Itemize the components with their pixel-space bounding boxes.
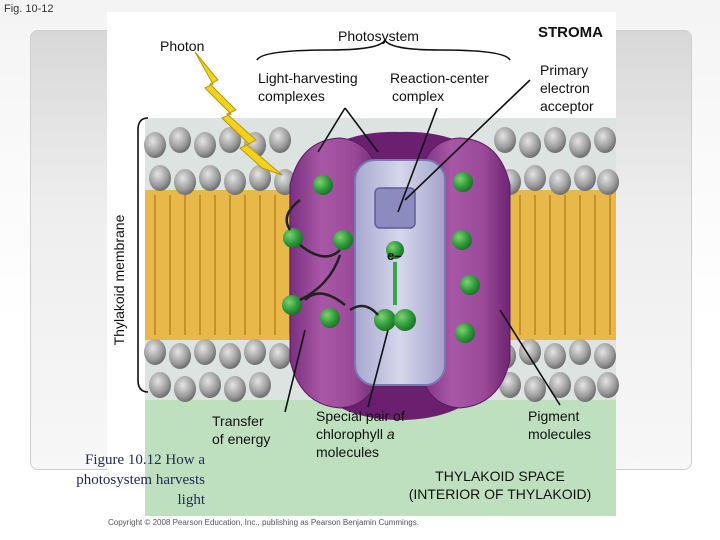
thylakoid-membrane-label: Thylakoid membrane <box>111 214 127 346</box>
stroma-label: STROMA <box>538 24 603 41</box>
caption-line2: photosystem harvests <box>76 472 205 488</box>
lower-lipid-heads <box>144 339 619 402</box>
special-pair-label-line1: Special pair of <box>316 408 405 424</box>
photosystem-label: Photosystem <box>338 28 419 44</box>
figure-caption: Figure 10.12 How a photosystem harvests … <box>30 450 205 510</box>
transfer-label-line2: of energy <box>212 431 271 447</box>
electron-label: e– <box>387 248 402 263</box>
photon-label: Photon <box>160 38 205 54</box>
figure-tag: Fig. 10-12 <box>4 3 54 15</box>
transfer-label-line1: Transfer <box>212 413 264 429</box>
thylakoid-space-label-line1: THYLAKOID SPACE <box>435 468 565 484</box>
membrane-bracket <box>137 117 149 393</box>
primary-label-line3: acceptor <box>540 98 594 114</box>
complexes-label: complexes <box>258 88 325 104</box>
pigment-molecules <box>282 172 480 343</box>
primary-label-line2: electron <box>540 80 590 96</box>
thylakoid-space-label-line2: (INTERIOR OF THYLAKOID) <box>408 486 592 502</box>
photon-lightning-icon <box>194 51 283 176</box>
special-pair-label-line3: molecules <box>316 444 380 460</box>
copyright-notice: Copyright © 2008 Pearson Education, Inc.… <box>108 518 419 527</box>
special-pair-a-text: a <box>386 426 395 442</box>
primary-electron-acceptor <box>374 187 416 229</box>
caption-line1: Figure 10.12 How a <box>85 452 205 468</box>
special-pair-chlorophyll <box>374 309 416 331</box>
upper-lipid-heads <box>144 127 619 195</box>
leader-lines <box>284 79 561 413</box>
primary-label-line1: Primary <box>540 62 589 78</box>
pigment-label-line1: Pigment <box>528 408 580 424</box>
caption-line3: light <box>177 492 205 508</box>
reaction-center-label: Reaction-center <box>390 70 489 86</box>
complex-label: complex <box>392 88 445 104</box>
thylakoid-space <box>145 400 616 516</box>
pigment-label-line2: molecules <box>528 426 592 442</box>
light-harvesting-label: Light-harvesting <box>258 70 358 86</box>
special-pair-label-line2: chlorophyll a <box>316 426 395 443</box>
energy-transfer-arrows <box>285 199 379 316</box>
photosystem-bracket <box>256 38 511 61</box>
special-pair-chlorophyll-text: chlorophyll <box>316 426 383 442</box>
electron-marker <box>386 241 404 259</box>
